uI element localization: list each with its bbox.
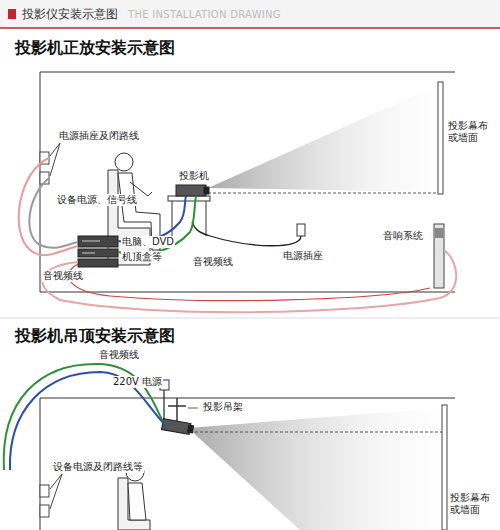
header-bar xyxy=(0,0,500,28)
wall-socket xyxy=(40,485,49,497)
av-equipment xyxy=(78,236,118,267)
projector xyxy=(176,185,209,196)
projector-table xyxy=(168,196,210,236)
axis-line xyxy=(208,193,440,194)
seated-person xyxy=(108,153,160,265)
callout-label: 电源插座及闭路线 xyxy=(58,130,140,142)
cable-label: 音视频线 xyxy=(42,270,84,282)
wall-socket xyxy=(40,505,49,517)
callout-label: 投影机 xyxy=(178,170,210,182)
section-title: 投影机吊顶安装示意图 xyxy=(15,326,175,345)
speaker-tower xyxy=(434,224,444,288)
room-front xyxy=(40,72,455,292)
projection-screen xyxy=(438,82,443,194)
section-rule xyxy=(0,318,500,319)
leader-line xyxy=(50,143,60,176)
callout-label: 220V 电源 xyxy=(112,376,163,388)
header-mark xyxy=(8,9,16,19)
projector xyxy=(162,419,194,435)
section-title: 投影机正放安装示意图 xyxy=(15,38,175,57)
projection-screen xyxy=(442,405,447,530)
cable-label: 音视频线 xyxy=(98,349,140,361)
light-beam xyxy=(188,408,444,530)
english-subtitle: THE INSTALLATION DRAWING xyxy=(128,9,281,21)
callout-label: 投影吊架 xyxy=(202,401,244,413)
seated-person xyxy=(118,463,150,530)
page-title: 投影仪安装示意图 xyxy=(22,7,118,21)
axis-line xyxy=(190,432,444,433)
ceiling-mount xyxy=(168,398,198,422)
callout-label: 设备电源及闭路线等 xyxy=(52,461,144,473)
power-cable xyxy=(192,222,301,246)
cables xyxy=(19,158,457,312)
callout-label: 投影幕布 或墙面 xyxy=(449,492,497,516)
light-beam xyxy=(208,84,440,192)
callout-label: 设备电源、信号线 xyxy=(56,194,138,206)
callout-label: 投影幕布 或墙面 xyxy=(447,120,497,144)
callout-label: 音响系统 xyxy=(382,230,424,242)
callout-label: 电脑、DVD xyxy=(121,236,175,248)
leader-line xyxy=(50,474,62,489)
room-ceiling xyxy=(40,398,455,530)
cable-label: 音视频线 xyxy=(192,256,234,268)
speaker-driver xyxy=(435,228,443,238)
callout-label: 机顶盒等 xyxy=(121,251,163,263)
header-rule xyxy=(0,27,500,29)
power-socket xyxy=(297,224,305,236)
cables xyxy=(4,364,166,470)
leader-line xyxy=(50,474,62,509)
callout-label: 电源插座 xyxy=(282,250,324,262)
